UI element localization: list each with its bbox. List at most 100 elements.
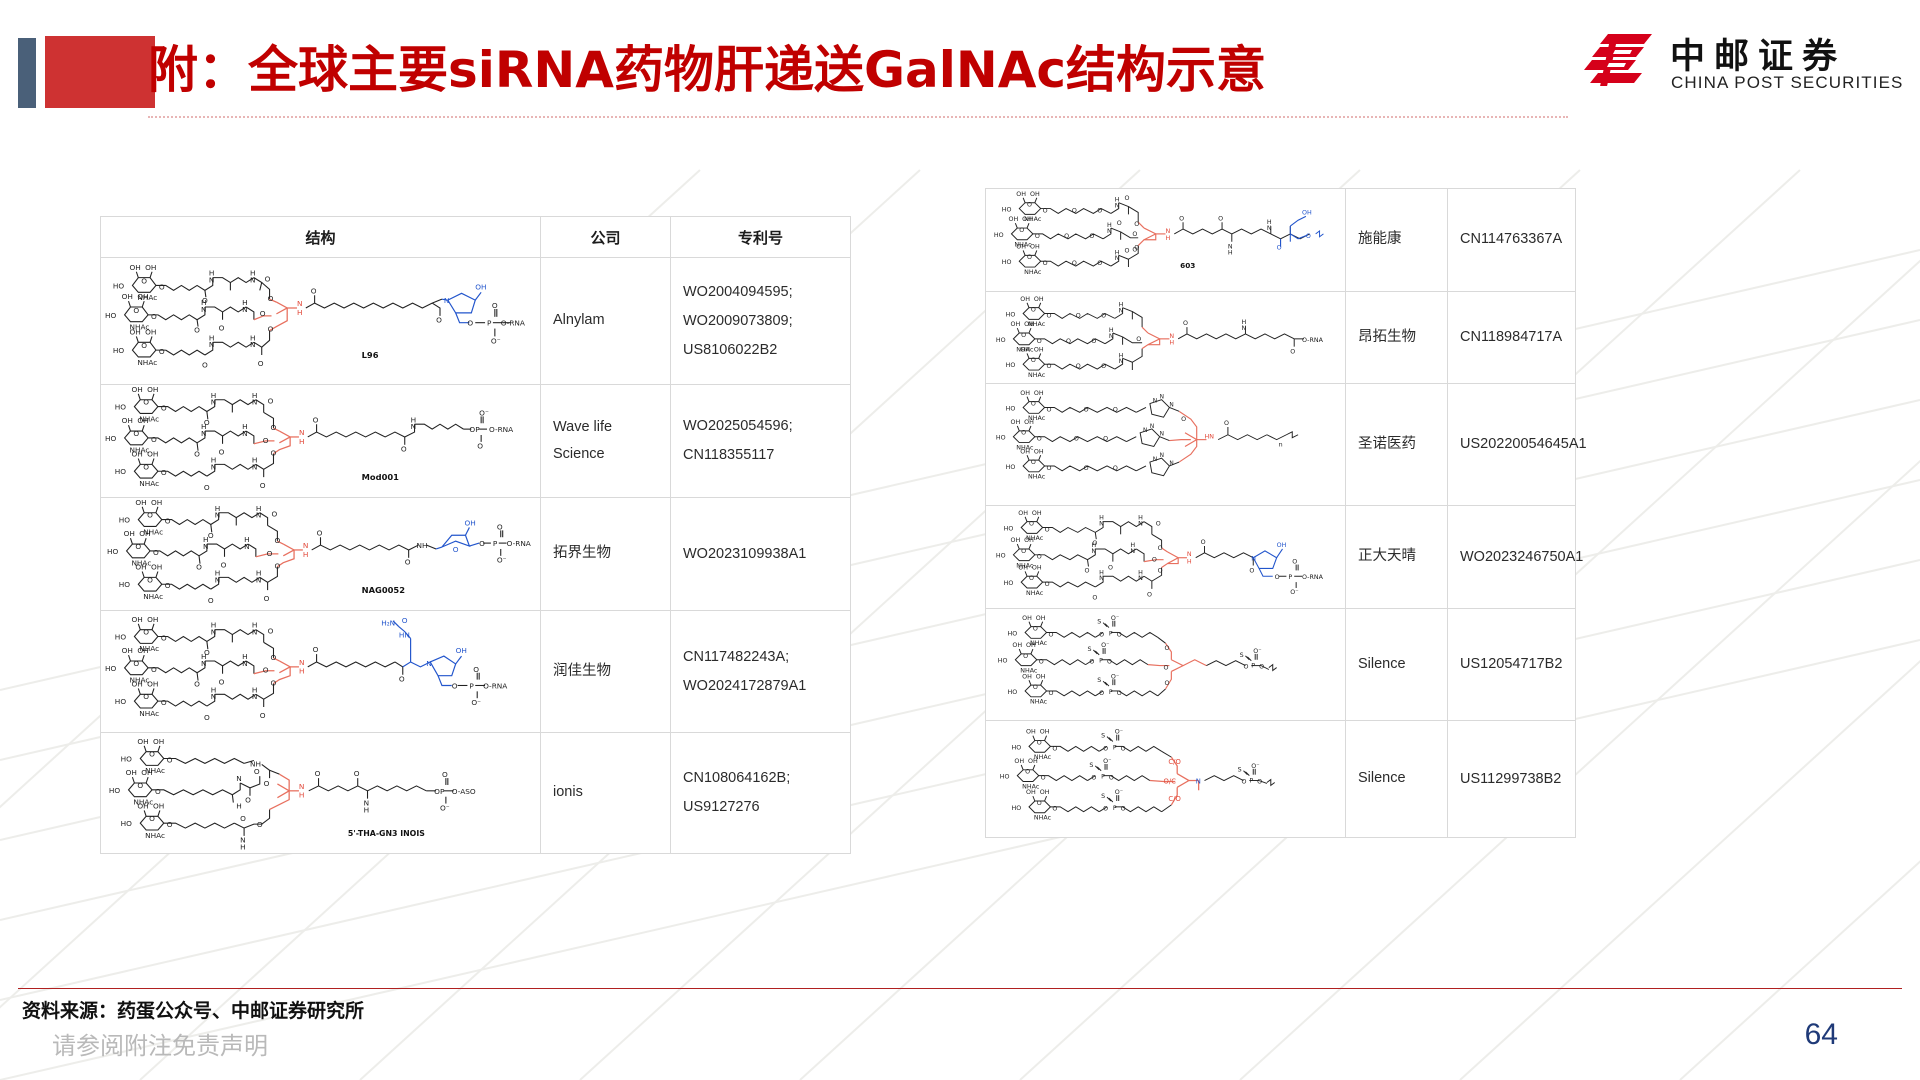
svg-text:O: O: [1292, 559, 1297, 566]
svg-text:O: O: [477, 442, 483, 451]
svg-text:N: N: [256, 575, 261, 584]
svg-text:NHAc: NHAc: [143, 592, 163, 601]
svg-text:OH: OH: [135, 563, 146, 572]
svg-text:P: P: [1101, 774, 1105, 781]
svg-text:OH: OH: [1030, 191, 1040, 198]
svg-text:H: H: [1228, 249, 1233, 256]
svg-text:OH: OH: [131, 615, 142, 624]
svg-text:NHAc: NHAc: [145, 831, 165, 840]
svg-text:O: O: [268, 325, 274, 334]
svg-text:O: O: [1165, 680, 1170, 687]
svg-text:OH: OH: [1010, 537, 1020, 544]
svg-text:O: O: [1047, 407, 1052, 414]
brand-name-en: CHINA POST SECURITIES: [1671, 73, 1904, 92]
svg-text:O-RNA: O-RNA: [483, 681, 507, 690]
svg-text:O: O: [1025, 769, 1030, 776]
svg-text:O: O: [271, 678, 277, 687]
header-accent-bar-blue: [18, 38, 36, 108]
svg-text:HO: HO: [119, 580, 131, 589]
svg-text:N: N: [209, 276, 214, 285]
svg-text:OH: OH: [122, 292, 133, 301]
company-cell: Silence: [1345, 607, 1448, 722]
company-cell: Alnylam: [540, 256, 671, 386]
svg-text:O: O: [1084, 465, 1089, 472]
svg-text:OH: OH: [1034, 346, 1044, 353]
svg-text:O-RNA: O-RNA: [1302, 336, 1324, 343]
svg-text:O: O: [258, 359, 264, 368]
svg-text:H: H: [299, 667, 305, 676]
svg-text:O: O: [257, 821, 263, 830]
svg-text:O: O: [1121, 806, 1126, 813]
svg-text:P: P: [1288, 574, 1292, 581]
svg-text:P: P: [1251, 662, 1255, 669]
svg-text:OH: OH: [1026, 642, 1036, 649]
svg-text:O: O: [1037, 800, 1042, 807]
svg-text:N: N: [242, 659, 247, 668]
brand-name-cn: 中邮证券: [1670, 37, 1847, 77]
svg-text:O: O: [274, 562, 280, 571]
svg-text:O: O: [1027, 254, 1032, 261]
svg-text:O: O: [196, 563, 202, 572]
svg-text:OH: OH: [1024, 321, 1034, 328]
svg-text:OH: OH: [153, 802, 164, 811]
svg-text:O: O: [208, 596, 214, 605]
svg-text:NHAc: NHAc: [137, 358, 157, 367]
svg-text:O: O: [219, 677, 225, 686]
svg-text:O: O: [271, 449, 277, 458]
svg-text:OH: OH: [475, 282, 486, 291]
svg-text:N: N: [1143, 428, 1147, 434]
svg-text:O: O: [1165, 645, 1170, 652]
svg-text:O: O: [467, 319, 473, 328]
svg-text:O: O: [161, 404, 167, 413]
svg-text:O: O: [1041, 775, 1046, 782]
svg-text:O: O: [1134, 221, 1139, 228]
svg-text:O: O: [221, 561, 227, 570]
svg-text:O: O: [155, 787, 161, 796]
svg-text:O: O: [268, 294, 274, 303]
svg-text:O: O: [274, 536, 280, 545]
svg-text:N: N: [252, 692, 257, 701]
svg-text:O: O: [1275, 574, 1280, 581]
svg-text:O: O: [354, 770, 360, 779]
svg-text:NHAc: NHAc: [1034, 815, 1052, 822]
svg-text:OH: OH: [137, 417, 148, 426]
patent-line: CN117482243A;: [683, 648, 790, 665]
svg-text:O: O: [1072, 260, 1077, 267]
svg-text:OH: OH: [1020, 390, 1030, 397]
svg-text:HO: HO: [1006, 362, 1016, 369]
svg-text:O: O: [1121, 745, 1126, 752]
svg-text:O⁻: O⁻: [1111, 615, 1119, 622]
svg-text:O: O: [151, 435, 157, 444]
svg-text:NHAc: NHAc: [1026, 590, 1044, 597]
svg-text:O: O: [1031, 357, 1036, 364]
patent-line: CN118984717A: [1460, 328, 1563, 345]
svg-text:O: O: [147, 575, 153, 584]
page-header: 附：全球主要siRNA药物肝递送GalNAc结构示意 中邮证券 CHINA PO…: [0, 0, 1920, 130]
svg-text:O: O: [1181, 416, 1186, 423]
svg-text:OH: OH: [147, 679, 158, 688]
svg-text:S: S: [1097, 677, 1101, 684]
svg-text:H: H: [364, 806, 370, 815]
svg-text:O: O: [1031, 306, 1036, 313]
svg-text:O: O: [1103, 745, 1108, 752]
svg-text:O: O: [133, 659, 139, 668]
svg-text:N: N: [211, 692, 216, 701]
svg-text:O: O: [151, 665, 157, 674]
patent-line: WO2023109938A1: [683, 545, 807, 562]
company-cell: Wave life Science: [540, 384, 671, 499]
svg-text:HO: HO: [1004, 526, 1014, 533]
svg-text:O: O: [1029, 575, 1034, 582]
svg-text:O: O: [135, 542, 141, 551]
svg-text:P: P: [493, 539, 498, 548]
svg-text:HO: HO: [1008, 689, 1018, 696]
svg-text:O: O: [133, 429, 139, 438]
svg-text:N: N: [211, 627, 216, 636]
svg-text:O: O: [1103, 436, 1108, 443]
